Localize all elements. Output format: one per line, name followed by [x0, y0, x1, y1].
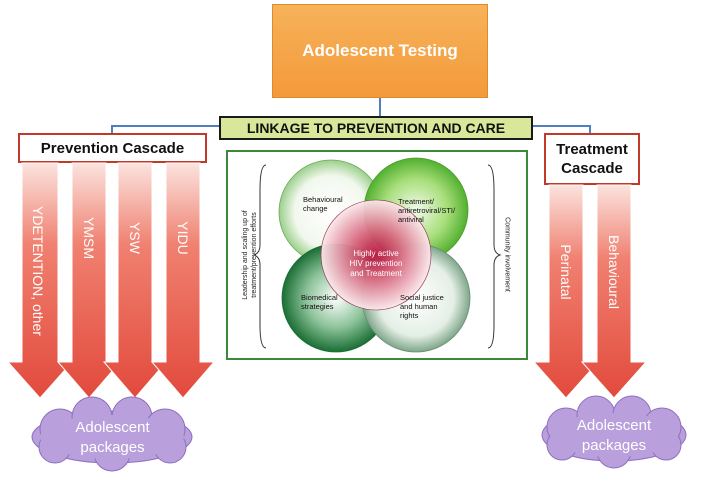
venn-label-treatment: Treatment/ antiretroviral/STI/ antiviral [398, 197, 478, 224]
arrow-label-ydetention: YDETENTION, other [30, 206, 46, 336]
prevention-cascade-box: Prevention Cascade [18, 133, 207, 163]
treatment-cloud-text: Adolescent packages [544, 416, 684, 456]
venn-label-biomedical: Biomedical strategies [301, 293, 351, 311]
treatment-cascade-box: Treatment Cascade [544, 133, 640, 185]
venn-label-social-line2: and human [400, 302, 438, 311]
venn-label-core-line3: and Treatment [350, 269, 402, 278]
arrow-ydetention [6, 162, 74, 399]
adolescent-testing-box: Adolescent Testing [272, 4, 488, 98]
venn-label-core-line1: Highly active [353, 249, 399, 258]
venn-label-social-justice: Social justice and human rights [400, 293, 460, 320]
treatment-cascade-label-line1: Treatment [556, 141, 628, 158]
arrow-behavioural [580, 184, 648, 399]
venn-diagram [252, 157, 502, 353]
prevention-cloud-text: Adolescent packages [40, 418, 185, 458]
treatment-cloud [541, 395, 687, 469]
arrow-label-yidu: YIDU [175, 221, 191, 255]
venn-label-behavioural-change: Behavioural change [303, 195, 343, 213]
side-label-leadership-line1: Leadership and scaling up of [242, 210, 249, 300]
arrow-ymsm [56, 162, 122, 399]
arrow-label-behavioural: Behavioural [606, 235, 622, 309]
venn-label-treatment-line2: antiretroviral/STI/ [398, 206, 456, 215]
side-label-leadership-line2: treatment/prevention efforts [251, 212, 258, 298]
treatment-cloud-line1: Adolescent [576, 417, 652, 434]
venn-label-treatment-line1: Treatment/ [398, 197, 434, 206]
prevention-cloud-line1: Adolescent [75, 419, 150, 436]
prevention-cascade-label: Prevention Cascade [40, 139, 185, 157]
venn-label-social-line1: Social justice [400, 293, 444, 302]
venn-label-core: Highly active HIV prevention and Treatme… [336, 249, 416, 279]
venn-label-biomedical-line1: Biomedical [301, 293, 338, 302]
linkage-banner: LINKAGE TO PREVENTION AND CARE [219, 116, 533, 140]
treatment-cloud-line2: packages [581, 437, 647, 454]
arrow-ysw [102, 162, 168, 399]
side-label-leadership: Leadership and scaling up of treatment/p… [241, 190, 259, 320]
side-label-community: Community involvement [503, 217, 511, 292]
treatment-cascade-label-line2: Cascade [561, 160, 623, 177]
arrow-label-perinatal: Perinatal [558, 244, 574, 300]
venn-label-biomedical-line2: strategies [301, 302, 334, 311]
arrow-perinatal [532, 184, 600, 399]
adolescent-testing-label: Adolescent Testing [302, 41, 458, 60]
prevention-cloud-line2: packages [80, 439, 145, 456]
arrow-label-ymsm: YMSM [81, 217, 97, 259]
venn-label-treatment-line3: antiviral [398, 215, 424, 224]
circle-core [320, 199, 432, 311]
venn-label-social-line3: rights [400, 311, 419, 320]
prevention-cloud [31, 396, 193, 472]
linkage-label: LINKAGE TO PREVENTION AND CARE [246, 120, 506, 136]
arrow-yidu [150, 162, 216, 399]
arrow-label-ysw: YSW [127, 222, 143, 254]
venn-label-core-line2: HIV prevention [349, 259, 403, 268]
